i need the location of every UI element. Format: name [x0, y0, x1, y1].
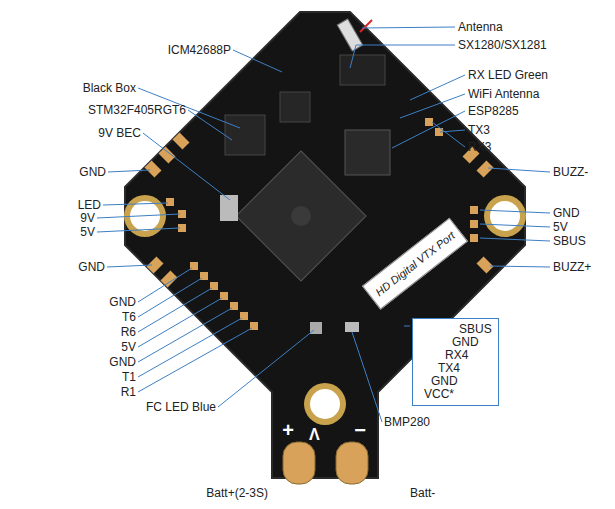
pad-label: GND — [79, 165, 106, 179]
silk-logo: Λ — [309, 426, 320, 443]
pin-label: RX4 — [419, 349, 492, 362]
pad-label: GND — [109, 295, 136, 309]
power-pad-label: Batt+(2-3S) — [206, 486, 268, 500]
pad-label: TX3 — [468, 123, 490, 137]
pin-label: GND — [419, 336, 492, 349]
pin-label: VCC* — [419, 388, 492, 401]
pad-label: 5V — [121, 340, 136, 354]
feature-label: Black Box — [83, 81, 136, 95]
pad-label: BUZZ+ — [553, 260, 591, 274]
pad-label: GND — [109, 355, 136, 369]
regulator-label: 9V BEC — [98, 126, 141, 140]
chip-label: BMP280 — [384, 415, 430, 429]
chip-label: STM32F405RGT6 — [88, 103, 186, 117]
polarity-mark: + — [282, 420, 294, 440]
pin-label: GND — [419, 375, 492, 388]
pad-label: GND — [553, 206, 580, 220]
pad-label: LED — [78, 198, 101, 212]
pin-label: SBUS — [419, 323, 492, 336]
pad-label: T6 — [122, 310, 136, 324]
pad-label: R1 — [121, 385, 136, 399]
led-label: RX LED Green — [468, 68, 548, 82]
pad-label: 9V — [80, 211, 95, 225]
pad-label: T1 — [122, 370, 136, 384]
pad-label: GND — [78, 260, 105, 274]
pad-label: SBUS — [553, 234, 586, 248]
pin-label: TX4 — [419, 362, 492, 375]
antenna-label: WiFi Antenna — [468, 87, 539, 101]
chip-label: SX1280/SX1281 — [458, 38, 547, 52]
pad-label: 5V — [553, 220, 568, 234]
antenna-label: Antenna — [458, 20, 503, 34]
led-label: FC LED Blue — [146, 400, 216, 414]
pad-label: BUZZ- — [553, 165, 588, 179]
pad-label: RX3 — [468, 140, 491, 154]
sensor-label: ICM42688P — [168, 43, 231, 57]
pinout-box: SBUSGNDRX4TX4GNDVCC* — [412, 318, 499, 406]
power-pad-label: Batt- — [410, 486, 435, 500]
pad-label: 5V — [80, 225, 95, 239]
pad-label: R6 — [121, 325, 136, 339]
chip-label: ESP8285 — [468, 104, 519, 118]
polarity-mark: − — [354, 420, 366, 440]
